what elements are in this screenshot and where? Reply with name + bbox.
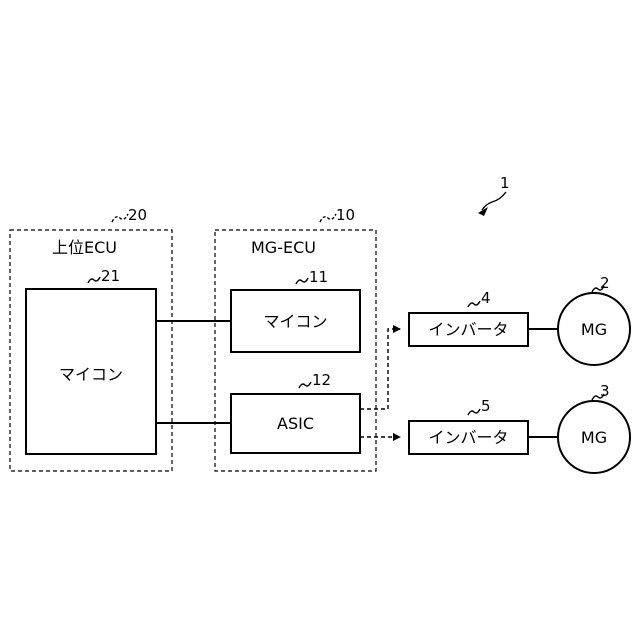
upper-microcomputer-ref-number: 21 [101,267,120,285]
mg-microcomputer-label: マイコン [263,312,327,331]
inverter-5-ref-number: 5 [481,397,491,415]
inverter-5-group: インバータ 5 [409,397,528,454]
asic-label: ASIC [277,414,314,433]
upper-ecu-title: 上位ECU [52,238,117,257]
inverter-5-label: インバータ [428,428,508,447]
mg-ecu-title: MG-ECU [251,238,316,257]
mg-ecu-ref-leader [320,214,336,222]
upper-microcomputer-ref-leader [88,277,100,283]
inverter-4-group: インバータ 4 [409,289,528,346]
mg-2-label: MG [581,320,607,339]
mg-ecu-ref-number: 10 [336,206,355,224]
inverter-4-ref-leader [468,301,480,307]
inverter-4-label: インバータ [428,320,508,339]
asic-ref-leader [299,382,311,388]
mg-2-ref-number: 2 [600,274,610,292]
asic-ref-number: 12 [312,371,331,389]
inverter-5-ref-leader [468,409,480,415]
mg-2-group: MG 2 [558,274,630,365]
upper-ecu-ref-leader [112,214,128,222]
mg-3-ref-number: 3 [600,382,610,400]
mg-ecu-group: 10 MG-ECU マイコン 11 ASIC 12 [215,206,376,471]
signal-asic-to-inverter-4 [360,329,400,409]
system-ref-leader [482,192,506,210]
upper-ecu-ref-number: 20 [128,206,147,224]
mg-microcomputer-ref-number: 11 [309,268,328,286]
mg-3-group: MG 3 [558,382,630,473]
upper-microcomputer-label: マイコン [59,365,123,384]
mg-3-label: MG [581,428,607,447]
upper-ecu-group: 20 上位ECU マイコン 21 [10,206,172,471]
system-ref-number: 1 [500,174,510,192]
inverter-4-ref-number: 4 [481,289,491,307]
system-reference: 1 [478,174,510,216]
mg-microcomputer-ref-leader [296,278,308,284]
